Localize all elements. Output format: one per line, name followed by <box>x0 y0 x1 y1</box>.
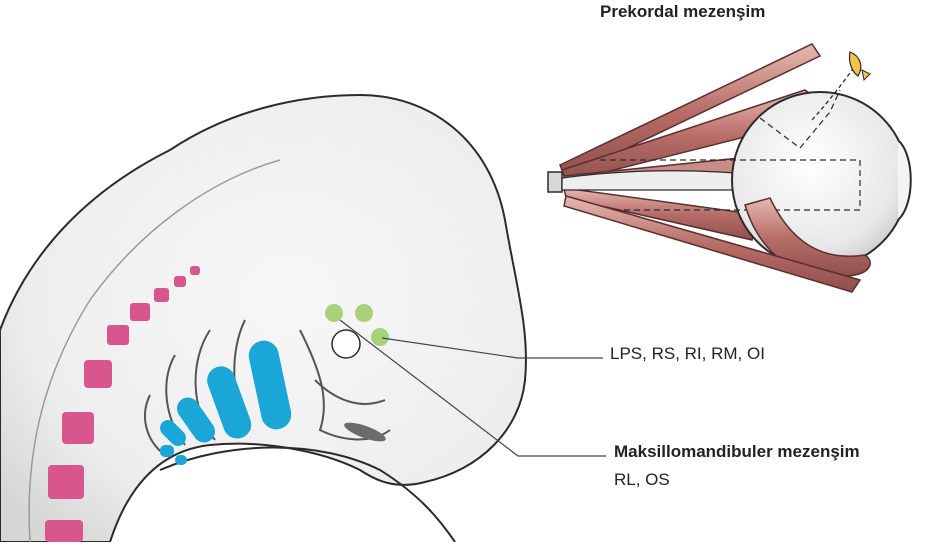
blue-arch-5 <box>160 445 174 457</box>
eyeball <box>732 92 908 268</box>
prekordal-title: Prekordal mezenşim <box>600 2 765 22</box>
green-dot-2 <box>355 304 373 322</box>
somite-6 <box>84 360 112 388</box>
green-dot-3 <box>371 328 389 346</box>
somite-8 <box>48 465 84 499</box>
cornea <box>898 140 911 220</box>
prekordal-muscle-list: LPS, RS, RI, RM, OI <box>610 344 765 364</box>
somite-4 <box>130 303 150 321</box>
blue-arch-6 <box>175 455 187 465</box>
somite-2 <box>174 276 186 287</box>
maksillo-muscle-list: RL, OS <box>614 470 670 490</box>
somite-7 <box>62 412 94 444</box>
somite-9 <box>45 520 83 542</box>
somite-3 <box>154 288 169 302</box>
trochlea-tab <box>862 70 870 80</box>
optic-nerve-stub <box>548 172 562 192</box>
trochlea <box>849 52 860 76</box>
embryo-illustration <box>0 95 606 542</box>
eye-illustration <box>548 44 911 292</box>
somite-5 <box>107 325 129 345</box>
green-dot-1 <box>325 304 343 322</box>
optic-vesicle <box>332 330 360 358</box>
somite-1 <box>190 266 200 275</box>
maksillo-title: Maksillomandibuler mezenşim <box>614 442 860 462</box>
